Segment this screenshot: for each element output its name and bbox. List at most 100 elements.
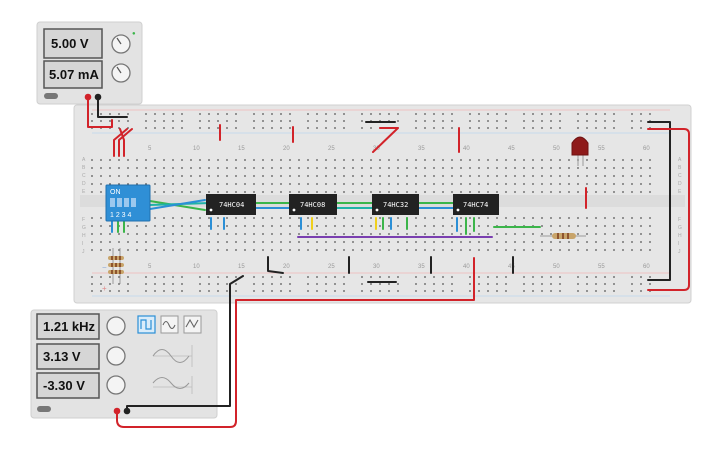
breadboard-hole[interactable] [91, 249, 93, 251]
breadboard-hole[interactable] [559, 290, 561, 292]
breadboard-hole[interactable] [199, 183, 201, 185]
breadboard-hole[interactable] [181, 276, 183, 278]
breadboard-hole[interactable] [343, 233, 345, 235]
breadboard-hole[interactable] [469, 225, 471, 227]
breadboard-hole[interactable] [289, 225, 291, 227]
breadboard-hole[interactable] [172, 290, 174, 292]
breadboard-hole[interactable] [343, 283, 345, 285]
breadboard-hole[interactable] [370, 183, 372, 185]
breadboard-hole[interactable] [478, 290, 480, 292]
breadboard-hole[interactable] [226, 127, 228, 129]
chip-74hc04[interactable]: 74HC04 [206, 194, 256, 215]
breadboard-hole[interactable] [523, 159, 525, 161]
breadboard-hole[interactable] [451, 167, 453, 169]
breadboard-hole[interactable] [109, 225, 111, 227]
breadboard-hole[interactable] [397, 159, 399, 161]
breadboard-hole[interactable] [226, 175, 228, 177]
breadboard-hole[interactable] [127, 276, 129, 278]
breadboard-hole[interactable] [253, 167, 255, 169]
breadboard-hole[interactable] [316, 283, 318, 285]
breadboard-hole[interactable] [334, 283, 336, 285]
breadboard-hole[interactable] [244, 249, 246, 251]
breadboard-hole[interactable] [532, 233, 534, 235]
breadboard-hole[interactable] [622, 217, 624, 219]
breadboard-hole[interactable] [325, 276, 327, 278]
breadboard-hole[interactable] [496, 183, 498, 185]
breadboard-hole[interactable] [622, 159, 624, 161]
breadboard-hole[interactable] [559, 276, 561, 278]
breadboard-hole[interactable] [460, 241, 462, 243]
dip-switch-4[interactable] [131, 198, 136, 207]
breadboard-hole[interactable] [316, 183, 318, 185]
breadboard-hole[interactable] [163, 233, 165, 235]
breadboard-hole[interactable] [613, 233, 615, 235]
breadboard-hole[interactable] [595, 120, 597, 122]
breadboard-hole[interactable] [487, 283, 489, 285]
breadboard-hole[interactable] [325, 183, 327, 185]
breadboard-hole[interactable] [361, 120, 363, 122]
breadboard-hole[interactable] [514, 183, 516, 185]
breadboard-hole[interactable] [451, 120, 453, 122]
breadboard-hole[interactable] [163, 120, 165, 122]
breadboard-hole[interactable] [226, 120, 228, 122]
frequency-knob[interactable] [106, 316, 126, 336]
breadboard-hole[interactable] [487, 127, 489, 129]
breadboard-hole[interactable] [91, 233, 93, 235]
breadboard-hole[interactable] [199, 249, 201, 251]
breadboard-hole[interactable] [541, 276, 543, 278]
breadboard-hole[interactable] [415, 175, 417, 177]
breadboard-hole[interactable] [145, 175, 147, 177]
breadboard-hole[interactable] [433, 241, 435, 243]
breadboard-hole[interactable] [541, 249, 543, 251]
breadboard-hole[interactable] [253, 225, 255, 227]
breadboard-hole[interactable] [451, 290, 453, 292]
breadboard-hole[interactable] [253, 283, 255, 285]
breadboard-hole[interactable] [595, 241, 597, 243]
breadboard-hole[interactable] [514, 233, 516, 235]
breadboard-hole[interactable] [298, 241, 300, 243]
breadboard-hole[interactable] [433, 120, 435, 122]
breadboard-hole[interactable] [253, 120, 255, 122]
breadboard-hole[interactable] [316, 191, 318, 193]
breadboard-hole[interactable] [181, 159, 183, 161]
breadboard-hole[interactable] [424, 283, 426, 285]
breadboard-hole[interactable] [226, 113, 228, 115]
breadboard-hole[interactable] [217, 249, 219, 251]
breadboard-hole[interactable] [217, 159, 219, 161]
breadboard-hole[interactable] [415, 191, 417, 193]
breadboard-hole[interactable] [613, 276, 615, 278]
breadboard-hole[interactable] [361, 249, 363, 251]
breadboard-hole[interactable] [469, 159, 471, 161]
breadboard-hole[interactable] [541, 167, 543, 169]
breadboard-hole[interactable] [118, 283, 120, 285]
breadboard-hole[interactable] [451, 241, 453, 243]
breadboard-hole[interactable] [379, 290, 381, 292]
breadboard-hole[interactable] [118, 113, 120, 115]
breadboard-hole[interactable] [343, 113, 345, 115]
breadboard-hole[interactable] [343, 159, 345, 161]
breadboard-hole[interactable] [550, 167, 552, 169]
breadboard-hole[interactable] [136, 241, 138, 243]
breadboard-hole[interactable] [613, 113, 615, 115]
breadboard-hole[interactable] [586, 167, 588, 169]
breadboard-hole[interactable] [613, 290, 615, 292]
breadboard-hole[interactable] [532, 191, 534, 193]
breadboard-hole[interactable] [415, 120, 417, 122]
breadboard-hole[interactable] [127, 241, 129, 243]
breadboard-hole[interactable] [181, 167, 183, 169]
breadboard-hole[interactable] [217, 225, 219, 227]
breadboard-hole[interactable] [118, 159, 120, 161]
breadboard-hole[interactable] [424, 217, 426, 219]
breadboard-hole[interactable] [631, 113, 633, 115]
breadboard-hole[interactable] [352, 175, 354, 177]
breadboard-hole[interactable] [397, 113, 399, 115]
breadboard-hole[interactable] [262, 191, 264, 193]
breadboard-hole[interactable] [406, 233, 408, 235]
breadboard-hole[interactable] [523, 120, 525, 122]
breadboard-hole[interactable] [496, 241, 498, 243]
breadboard-hole[interactable] [343, 217, 345, 219]
breadboard-hole[interactable] [514, 167, 516, 169]
breadboard-hole[interactable] [316, 249, 318, 251]
breadboard-hole[interactable] [505, 183, 507, 185]
breadboard-hole[interactable] [289, 249, 291, 251]
